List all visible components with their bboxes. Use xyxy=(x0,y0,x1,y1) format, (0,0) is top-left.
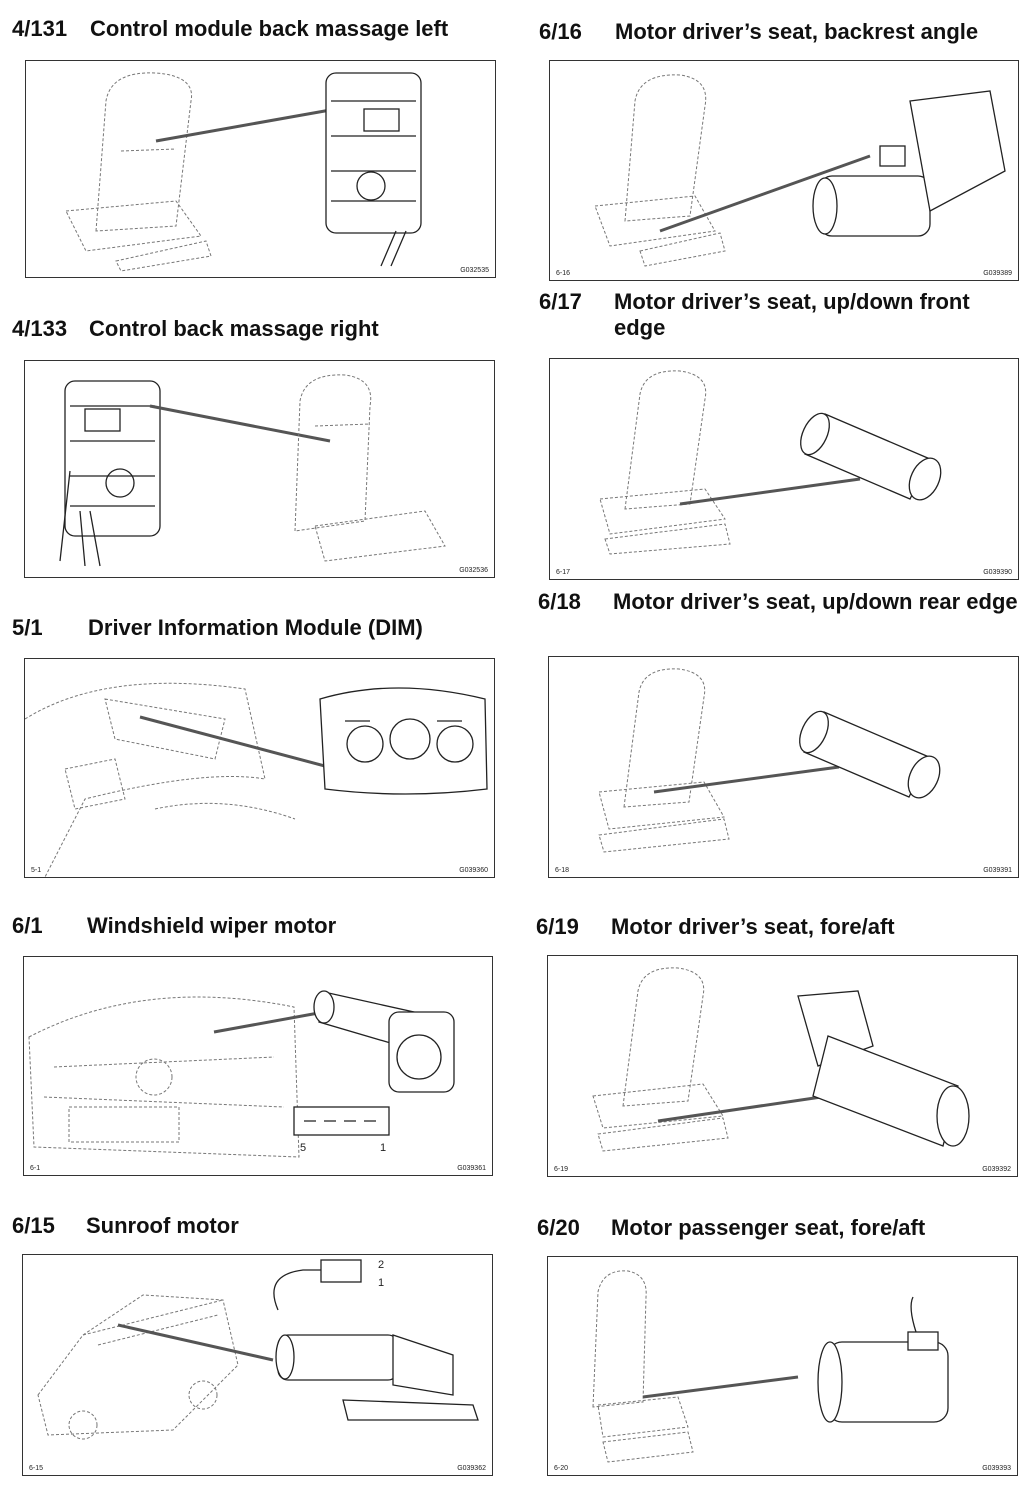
figure-id-left: 6-15 xyxy=(29,1465,44,1472)
seat-outline xyxy=(65,72,212,272)
entry-title: Motor driver’s seat, up/down rear edge xyxy=(613,589,1018,614)
wiper-motor-illustration xyxy=(28,990,455,1158)
entry-title: Windshield wiper motor xyxy=(87,913,337,938)
figure-id: G039391 xyxy=(983,867,1012,874)
massage-module xyxy=(325,72,422,267)
illustration-frame: 6-18 G039391 xyxy=(548,656,1019,878)
car-front-outline xyxy=(28,996,300,1158)
entry-code: 6/1 xyxy=(12,913,43,938)
figure-id: G039392 xyxy=(982,1166,1011,1173)
pin-label: 5 xyxy=(300,1142,307,1154)
fore-aft-motor xyxy=(817,1296,949,1423)
entry-title: Motor driver’s seat, up/down front edge xyxy=(614,289,970,340)
seat-motor-illustration xyxy=(594,74,1006,267)
seat-motor-illustration xyxy=(592,967,970,1152)
fore-aft-motor xyxy=(797,990,970,1147)
height-motor xyxy=(800,412,942,501)
illustration-frame: 6-20 G039393 xyxy=(547,1256,1018,1476)
entry-code: 6/20 xyxy=(537,1215,580,1240)
figure-id-left: 5-1 xyxy=(31,867,42,874)
figure-id-left: 6-19 xyxy=(554,1166,569,1173)
connector-5-pin xyxy=(293,1106,390,1136)
dashboard-dim-illustration xyxy=(25,682,488,877)
seat-outline xyxy=(294,374,446,562)
seat-massage-module-illustration xyxy=(59,374,446,567)
seat-massage-module-illustration xyxy=(65,72,422,272)
entry-code: 6/17 xyxy=(539,289,582,314)
entry-code: 5/1 xyxy=(12,615,43,640)
seat-outline xyxy=(592,1270,694,1463)
figure-id: G039361 xyxy=(457,1165,486,1172)
seat-outline xyxy=(599,370,731,555)
illustration-frame: 6-19 G039392 xyxy=(547,955,1018,1177)
pin-label: 2 xyxy=(378,1259,385,1271)
sunroof-motor-illustration xyxy=(37,1259,479,1440)
sunroof-motor xyxy=(273,1259,479,1421)
figure-id: G039360 xyxy=(459,867,488,874)
entry-code: 4/133 xyxy=(12,316,68,341)
figure-id: G039390 xyxy=(983,569,1012,576)
figure-id-left: 6-16 xyxy=(556,270,571,277)
entry-title: Control module back massage left xyxy=(90,16,449,41)
entry-title: Sunroof motor xyxy=(86,1213,239,1238)
illustration-frame: 5-1 G039360 xyxy=(24,658,495,878)
entry-title: Motor driver’s seat, backrest angle xyxy=(615,19,979,44)
figure-id: G032535 xyxy=(460,267,489,274)
wiper-motor xyxy=(313,990,455,1093)
height-motor xyxy=(799,710,941,799)
illustration-frame: 6-16 G039389 xyxy=(549,60,1019,281)
illustration-frame: 5 1 6-1 G039361 xyxy=(23,956,493,1176)
figure-id-left: 6-18 xyxy=(555,867,570,874)
entry-code: 4/131 xyxy=(12,16,68,41)
illustration-frame: G032536 xyxy=(24,360,495,578)
pin-label: 1 xyxy=(378,1277,385,1289)
seat-motor-illustration xyxy=(598,668,941,853)
entry-code: 6/15 xyxy=(12,1213,55,1238)
seat-outline xyxy=(594,74,726,267)
seat-motor-illustration xyxy=(599,370,942,555)
dashboard-outline xyxy=(25,682,296,877)
seat-motor-illustration xyxy=(592,1270,949,1463)
massage-module xyxy=(59,380,161,567)
entry-title: Motor driver’s seat, fore/aft xyxy=(611,914,895,939)
entry-title: Control back massage right xyxy=(89,316,379,341)
entry-title: Motor passenger seat, fore/aft xyxy=(611,1215,926,1240)
figure-id: G032536 xyxy=(459,567,488,574)
instrument-cluster xyxy=(319,687,488,795)
figure-id-left: 6-1 xyxy=(30,1165,41,1172)
illustration-frame: G032535 xyxy=(25,60,496,278)
illustration-frame: 6-17 G039390 xyxy=(549,358,1019,580)
illustration-frame: 2 1 6-15 G039362 xyxy=(22,1254,493,1476)
figure-id: G039393 xyxy=(982,1465,1011,1472)
backrest-motor xyxy=(812,90,1006,237)
figure-id: G039389 xyxy=(983,270,1012,277)
pin-label: 1 xyxy=(380,1142,387,1154)
figure-id-left: 6-17 xyxy=(556,569,571,576)
seat-outline xyxy=(598,668,730,853)
figure-id-left: 6-20 xyxy=(554,1465,569,1472)
seat-outline xyxy=(592,967,729,1152)
entry-code: 6/16 xyxy=(539,19,582,44)
entry-code: 6/19 xyxy=(536,914,579,939)
entry-title: Driver Information Module (DIM) xyxy=(88,615,423,640)
figure-id: G039362 xyxy=(457,1465,486,1472)
car-outline xyxy=(37,1294,239,1440)
entry-code: 6/18 xyxy=(538,589,581,614)
